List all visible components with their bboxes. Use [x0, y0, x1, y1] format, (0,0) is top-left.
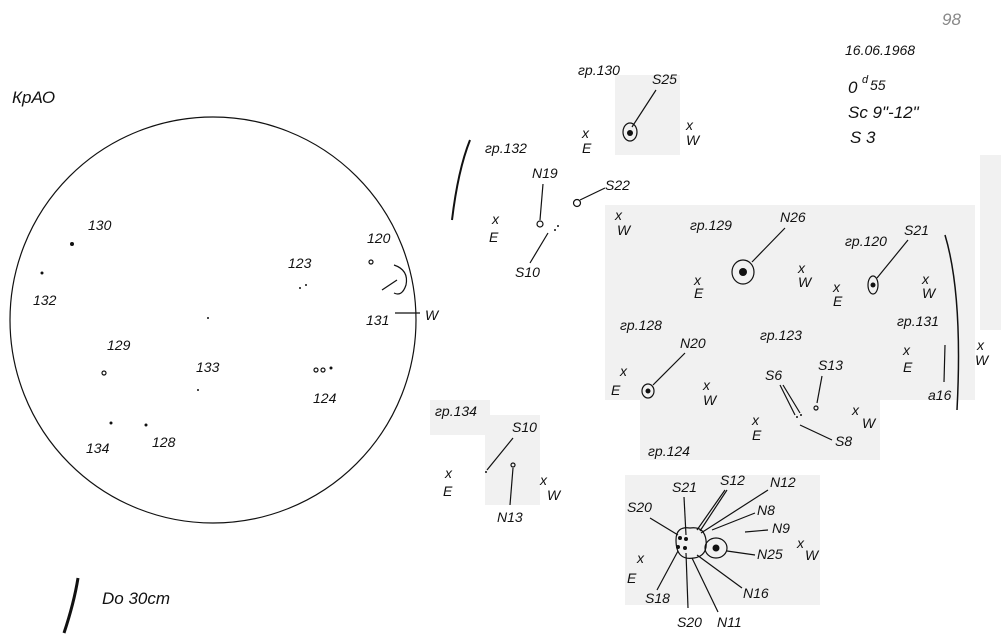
- spot-label: N12: [770, 474, 796, 490]
- spot-label: S6: [765, 367, 782, 383]
- east-label: E: [582, 140, 592, 156]
- west-label: W: [922, 285, 937, 301]
- date-label: 16.06.1968: [845, 42, 915, 58]
- disk-west-label: W: [425, 307, 440, 323]
- marker: x: [976, 337, 985, 353]
- penumbra: [675, 527, 707, 559]
- observatory-label: КрАО: [12, 88, 55, 107]
- marker: x: [796, 535, 805, 551]
- west-label: W: [975, 352, 990, 368]
- disk-label-123: 123: [288, 255, 312, 271]
- instrument-label: Do 30cm: [102, 589, 170, 608]
- spot-label: N16: [743, 585, 769, 601]
- disk-label-132: 132: [33, 292, 57, 308]
- time-unit: d: [862, 74, 869, 86]
- spot-label: N26: [780, 209, 806, 225]
- spot-label: S10: [512, 419, 537, 435]
- spot-label: S18: [645, 590, 670, 606]
- marker: x: [921, 271, 930, 287]
- disk-label-134: 134: [86, 440, 110, 456]
- east-label: E: [694, 285, 704, 301]
- time-frac: 55: [870, 77, 886, 93]
- disk-label-131: 131: [366, 312, 389, 328]
- east-label: E: [611, 382, 621, 398]
- marker: x: [636, 550, 645, 566]
- group-120-title: гр.120: [845, 233, 887, 249]
- group-124-title: гр.124: [648, 443, 690, 459]
- spot-label: a16: [928, 387, 952, 403]
- solar-disk: [9, 116, 417, 524]
- scan-patch: [430, 400, 490, 435]
- disk-label-133: 133: [196, 359, 220, 375]
- spot-label: S12: [720, 472, 745, 488]
- spot-label: N25: [757, 546, 783, 562]
- marker: x: [619, 363, 628, 379]
- spot-label: N9: [772, 520, 790, 536]
- spot-label: S22: [605, 177, 630, 193]
- west-label: W: [703, 392, 718, 408]
- spot-label: S8: [835, 433, 852, 449]
- scan-patch: [485, 415, 540, 505]
- spot-label: N13: [497, 509, 523, 525]
- marker: x: [851, 402, 860, 418]
- marker: x: [751, 412, 760, 428]
- spot-label: N8: [757, 502, 775, 518]
- marker: x: [702, 377, 711, 393]
- west-label: W: [547, 487, 562, 503]
- east-label: E: [627, 570, 637, 586]
- disk-label-130: 130: [88, 217, 112, 233]
- disk-group-131: [393, 264, 408, 295]
- group-132-title: гр.132: [485, 140, 527, 156]
- group-130-title: гр.130: [578, 62, 620, 78]
- time-day: 0: [848, 78, 858, 97]
- group-131-title: гр.131: [897, 313, 939, 329]
- east-label: E: [752, 427, 762, 443]
- spot-label: S21: [904, 222, 929, 238]
- marker: x: [902, 342, 911, 358]
- spot-label: N11: [717, 614, 742, 630]
- marker: x: [491, 211, 500, 227]
- disk-label-120: 120: [367, 230, 391, 246]
- west-label: W: [798, 274, 813, 290]
- spot-label: S10: [515, 264, 540, 280]
- seeing-label: Sc 9"-12": [848, 103, 920, 122]
- spot-label: S20: [677, 614, 702, 630]
- west-label: W: [686, 132, 701, 148]
- group-129-title: гр.129: [690, 217, 732, 233]
- group-134-title: гр.134: [435, 403, 477, 419]
- marker: x: [685, 117, 694, 133]
- east-label: E: [833, 293, 843, 309]
- spot-label: N19: [532, 165, 558, 181]
- spot-label: S13: [818, 357, 843, 373]
- marker: x: [614, 207, 623, 223]
- spot-label: S25: [652, 71, 677, 87]
- east-label: E: [903, 359, 913, 375]
- disk-label-124: 124: [313, 390, 337, 406]
- group-128-title: гр.128: [620, 317, 662, 333]
- marker: x: [693, 272, 702, 288]
- disk-label-129: 129: [107, 337, 131, 353]
- marker: x: [832, 279, 841, 295]
- spot-label: N20: [680, 335, 706, 351]
- west-label: W: [862, 415, 877, 431]
- page-number: 98: [942, 10, 961, 29]
- disk-label-128: 128: [152, 434, 176, 450]
- marker: x: [581, 125, 590, 141]
- scan-patch: [605, 205, 975, 400]
- marker: x: [539, 472, 548, 488]
- marker: x: [797, 260, 806, 276]
- scan-patch: [615, 75, 680, 155]
- east-label: E: [489, 229, 499, 245]
- marker: x: [444, 465, 453, 481]
- scan-patch: [640, 400, 880, 460]
- spot-label: S21: [672, 479, 697, 495]
- group-123-title: гр.123: [760, 327, 802, 343]
- scan-patch: [980, 155, 1001, 330]
- west-label: W: [617, 222, 632, 238]
- west-label: W: [805, 547, 820, 563]
- spot-label: S20: [627, 499, 652, 515]
- east-label: E: [443, 483, 453, 499]
- quality-label: S 3: [850, 128, 876, 147]
